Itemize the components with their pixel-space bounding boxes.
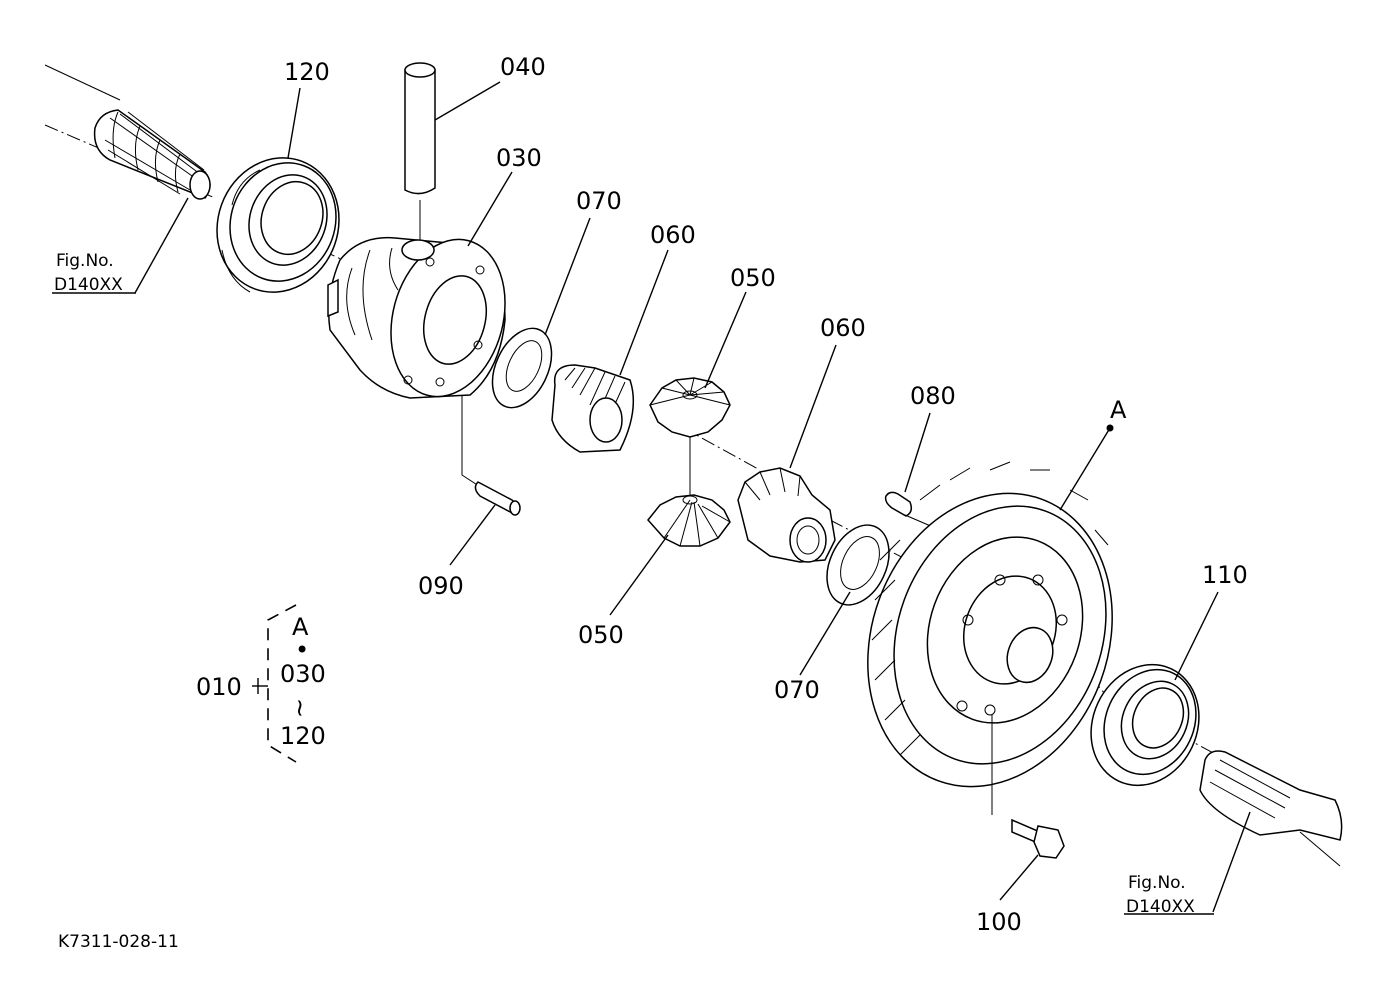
label-060-upper: 060: [650, 221, 696, 249]
label-120: 120: [284, 58, 330, 86]
pin-040: [404, 62, 436, 240]
fig-ref-left-line2: D140XX: [54, 275, 123, 295]
diff-case-030: [327, 236, 506, 399]
drawing-code: K7311-028-11: [58, 932, 179, 952]
bearing-120: [216, 157, 340, 293]
assembly-item-120: 120: [280, 722, 326, 750]
label-070-upper: 070: [576, 187, 622, 215]
left-splined-shaft: [93, 109, 211, 200]
washer-070-lower: [826, 524, 890, 606]
bearing-110: [1090, 663, 1200, 787]
label-030: 030: [496, 144, 542, 172]
assembly-item-dot: •: [295, 636, 309, 664]
label-040: 040: [500, 53, 546, 81]
washer-070-upper: [491, 327, 553, 409]
assembly-id: 010: [196, 673, 242, 701]
assembly-item-a: A: [292, 613, 309, 641]
bolt-100: [991, 715, 1065, 859]
pinion-050-upper: [649, 377, 731, 500]
pinion-050-lower: [647, 494, 731, 547]
assembly-item-030: 030: [280, 660, 326, 688]
fig-ref-right-line1: Fig.No.: [1128, 873, 1186, 893]
right-splined-shaft: [1199, 750, 1343, 867]
label-080: 080: [910, 382, 956, 410]
leader-lines: [134, 81, 1251, 913]
assembly-item-tilde: ~: [286, 698, 314, 718]
label-090: 090: [418, 572, 464, 600]
label-060-lower: 060: [820, 314, 866, 342]
fig-ref-right-line2: D140XX: [1126, 897, 1195, 917]
side-gear-060-lower: [737, 467, 836, 563]
label-110: 110: [1202, 561, 1248, 589]
label-100: 100: [976, 908, 1022, 936]
label-070-lower: 070: [774, 676, 820, 704]
shaft-left-outline: [44, 64, 121, 101]
side-gear-060-upper: [551, 364, 635, 453]
assembly-group-010: 010 A • 030 ~ 120: [196, 604, 326, 763]
label-050-upper: 050: [730, 264, 776, 292]
ring-gear-a: [867, 461, 1113, 788]
label-a: A: [1110, 396, 1127, 424]
label-050-lower: 050: [578, 621, 624, 649]
point-a-marker: [1106, 424, 1114, 432]
fig-ref-left-line1: Fig.No.: [56, 251, 114, 271]
pin-090: [461, 395, 521, 516]
